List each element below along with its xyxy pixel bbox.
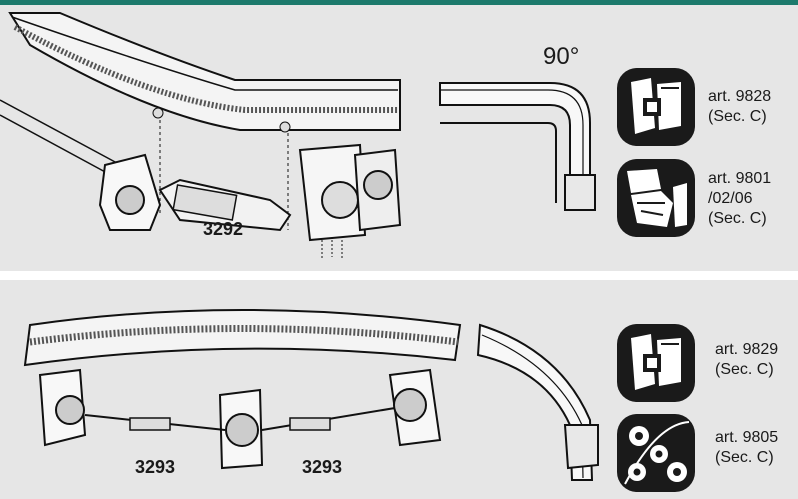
- curved-rail-illustration-90: [0, 12, 596, 260]
- product-code-left: 3293: [135, 457, 176, 477]
- angle-label: 90°: [543, 43, 580, 70]
- bracket-icon: [617, 68, 695, 146]
- top-accent-bar: [0, 0, 798, 5]
- corner-bend-icon: [617, 159, 695, 237]
- art-number: art. 9801: [708, 170, 772, 187]
- section-ref: (Sec. C): [715, 449, 774, 466]
- art-number-variants: /02/06: [708, 190, 753, 207]
- curved-rail-illustration-arc: [23, 309, 599, 481]
- panel-divider: [0, 271, 798, 280]
- art-number: art. 9805: [715, 429, 779, 446]
- runners-icon: [617, 414, 695, 492]
- section-ref: (Sec. C): [708, 210, 767, 227]
- section-ref: (Sec. C): [715, 361, 774, 378]
- bottom-panel: 3293 3293 art. 9829 (Sec. C) art. 9805 (…: [0, 280, 798, 499]
- art-ref-9801: art. 9801 /02/06 (Sec. C): [708, 169, 771, 229]
- art-number: art. 9828: [708, 88, 772, 105]
- art-ref-9828: art. 9828 (Sec. C): [708, 87, 771, 127]
- product-code-right: 3293: [302, 457, 343, 477]
- section-ref: (Sec. C): [708, 108, 767, 125]
- art-number: art. 9829: [715, 341, 779, 358]
- art-ref-9829: art. 9829 (Sec. C): [715, 340, 778, 380]
- product-code: 3292: [203, 219, 244, 239]
- art-ref-9805: art. 9805 (Sec. C): [715, 428, 778, 468]
- bracket-icon: [617, 324, 695, 402]
- top-panel: 90° 3292 art. 9828 (Sec. C) art. 9801 /0…: [0, 5, 798, 271]
